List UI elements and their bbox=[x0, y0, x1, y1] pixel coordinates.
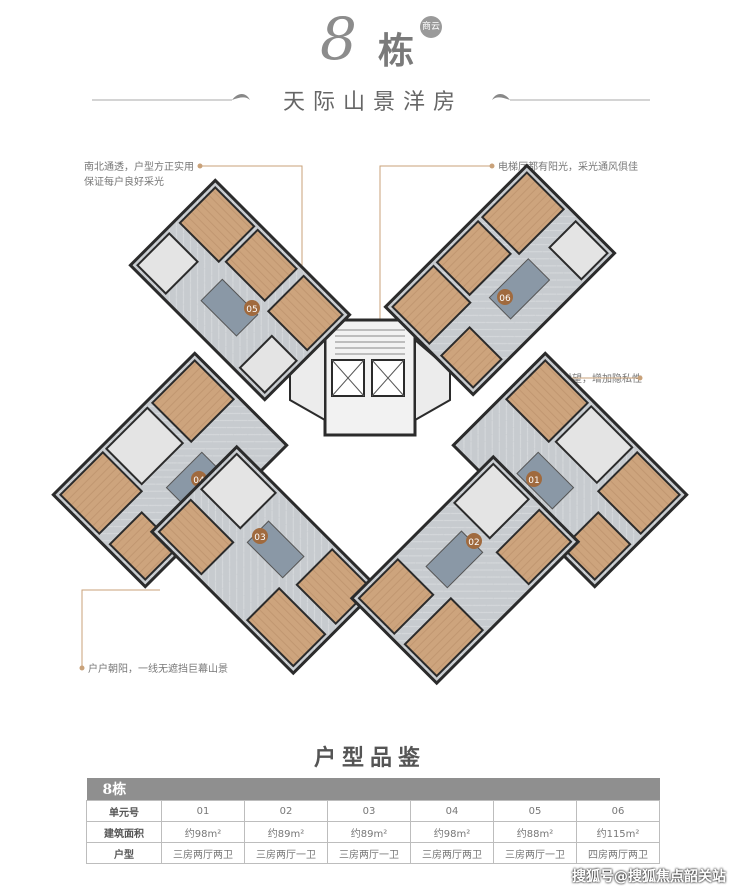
unit-03-label: 03 bbox=[254, 533, 265, 543]
table-cell: 06 bbox=[576, 800, 660, 822]
building-number: 8 bbox=[320, 5, 357, 73]
table-cell: 四房两厅两卫 bbox=[576, 842, 660, 864]
unit-06-label: 06 bbox=[499, 294, 511, 304]
table-cell: 三房两厅两卫 bbox=[410, 842, 494, 864]
table-header-row: 8栋 bbox=[86, 778, 660, 801]
unit-01-marker bbox=[526, 471, 542, 487]
unit-06-plan bbox=[383, 163, 617, 397]
unit-02-marker bbox=[466, 533, 482, 549]
table-cell: 约98m² bbox=[161, 821, 245, 843]
subtitle: 天际山景洋房 bbox=[282, 90, 463, 115]
central-core bbox=[289, 318, 451, 437]
table-row-area: 建筑面积 约98m² 约89m² 约89m² 约98m² 约88m² 约115m… bbox=[86, 821, 660, 843]
brand-seal: 商云 bbox=[420, 16, 442, 38]
unit-01-plan bbox=[451, 351, 689, 589]
row-label: 单元号 bbox=[86, 800, 162, 822]
table-row-unit: 单元号 01 02 03 04 05 06 bbox=[86, 800, 660, 822]
unit-06-marker bbox=[497, 289, 513, 305]
unit-03-marker bbox=[252, 528, 268, 544]
section-title: 户型品鉴 bbox=[313, 746, 426, 771]
unit-05-plan bbox=[128, 178, 352, 402]
table-cell: 02 bbox=[244, 800, 328, 822]
note-top-left-line1: 南北通透，户型方正实用 bbox=[84, 162, 194, 173]
table-row-layout: 户型 三房两厅两卫 三房两厅一卫 三房两厅一卫 三房两厅两卫 三房两厅一卫 四房… bbox=[86, 842, 660, 864]
note-mid-right: 避免楼宇对望，增加隐私性 bbox=[522, 374, 642, 385]
table-cell: 三房两厅一卫 bbox=[493, 842, 577, 864]
building-word: 栋 bbox=[378, 31, 415, 72]
table-cell: 约89m² bbox=[244, 821, 328, 843]
unit-spec-table: 8栋 单元号 01 02 03 04 05 06 建筑面积 约98m² 约89m… bbox=[86, 778, 660, 864]
title-decoration bbox=[92, 94, 650, 101]
floor-plan: 05 06 04 03 01 bbox=[51, 163, 689, 686]
note-top-left: 南北通透，户型方正实用 保证每户良好采光 bbox=[84, 160, 194, 190]
note-top-left-line2: 保证每户良好采光 bbox=[84, 177, 164, 188]
row-label: 建筑面积 bbox=[86, 821, 162, 843]
table-cell: 约88m² bbox=[493, 821, 577, 843]
table-cell: 01 bbox=[161, 800, 245, 822]
unit-02-label: 02 bbox=[468, 538, 479, 548]
table-cell: 约98m² bbox=[410, 821, 494, 843]
unit-04-plan bbox=[51, 351, 289, 589]
unit-04-label: 04 bbox=[193, 476, 205, 486]
unit-05-marker bbox=[244, 300, 260, 316]
row-label: 户型 bbox=[86, 842, 162, 864]
note-dots bbox=[79, 163, 643, 671]
unit-05-label: 05 bbox=[246, 305, 257, 315]
watermark: 搜狐号@搜狐焦点韶关站 bbox=[572, 869, 726, 885]
table-cell: 约89m² bbox=[327, 821, 411, 843]
note-bottom-left: 户户朝阳，一线无遮挡巨幕山景 bbox=[88, 664, 228, 675]
table-cell: 03 bbox=[327, 800, 411, 822]
table-cell: 04 bbox=[410, 800, 494, 822]
table-cell: 三房两厅一卫 bbox=[244, 842, 328, 864]
note-top-right: 电梯厅都有阳光，采光通风俱佳 bbox=[498, 162, 638, 173]
table-cell: 约115m² bbox=[576, 821, 660, 843]
unit-01-label: 01 bbox=[528, 476, 539, 486]
table-cell: 三房两厅一卫 bbox=[327, 842, 411, 864]
table-cell: 05 bbox=[493, 800, 577, 822]
title-block: 8 栋 商云 天际山景洋房 bbox=[0, 0, 740, 120]
table-cell: 三房两厅两卫 bbox=[161, 842, 245, 864]
table-building: 8栋 bbox=[86, 778, 660, 801]
